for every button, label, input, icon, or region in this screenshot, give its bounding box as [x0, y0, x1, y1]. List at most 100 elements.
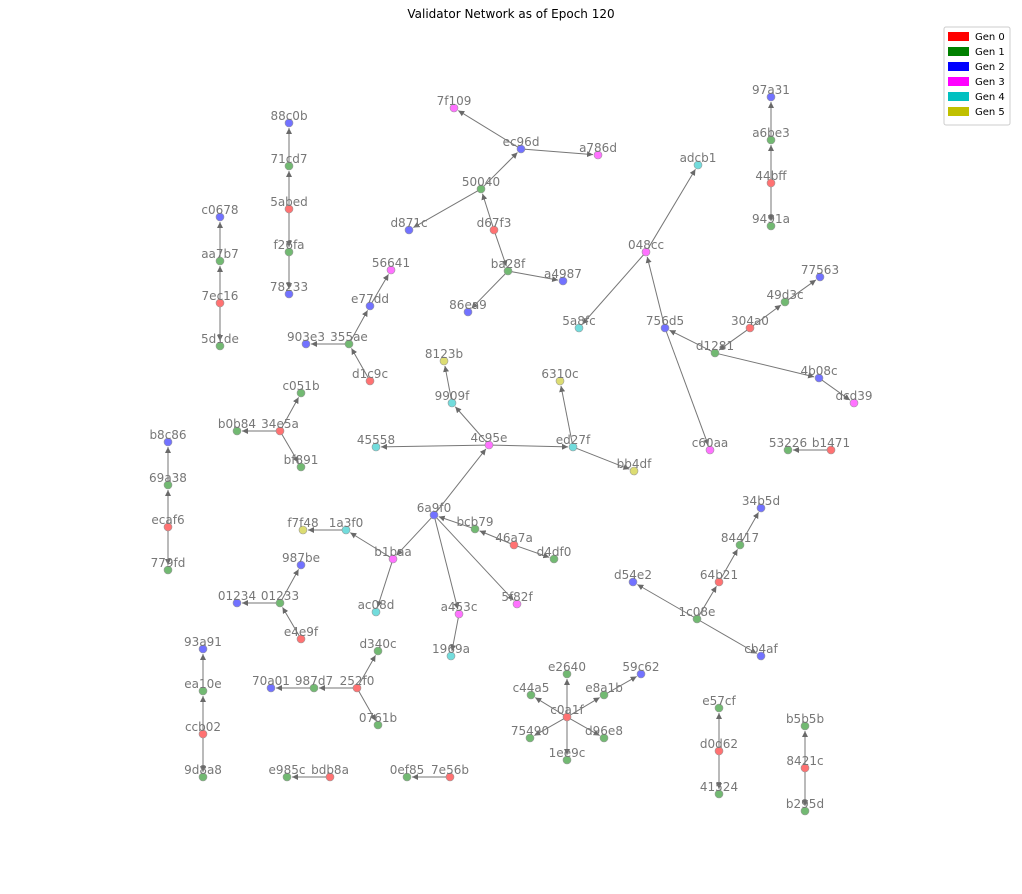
node-9491a[interactable]: 9491a: [752, 212, 790, 231]
node-b1baa[interactable]: b1baa: [374, 545, 412, 564]
node-49d3c[interactable]: 49d3c: [766, 288, 804, 307]
node-ecaf6[interactable]: ecaf6: [151, 513, 185, 532]
node-b1471[interactable]: b1471: [812, 436, 850, 455]
node-e985c[interactable]: e985c: [269, 763, 306, 782]
node-e77dd[interactable]: e77dd: [351, 292, 389, 311]
node-56641[interactable]: 56641: [372, 256, 410, 275]
node-d4df0[interactable]: d4df0: [537, 545, 572, 564]
node-9909f[interactable]: 9909f: [435, 389, 471, 408]
node-64b21[interactable]: 64b21: [700, 568, 738, 587]
node-7e56b[interactable]: 7e56b: [431, 763, 469, 782]
node-779fd[interactable]: 779fd: [151, 556, 186, 575]
node-45558[interactable]: 45558: [357, 433, 395, 452]
node-cb4af[interactable]: cb4af: [744, 642, 778, 661]
node-e57cf[interactable]: e57cf: [702, 694, 737, 713]
node-b295d[interactable]: b295d: [786, 797, 824, 816]
node-71cd7[interactable]: 71cd7: [270, 152, 308, 171]
node-44bff[interactable]: 44bff: [755, 169, 787, 188]
node-01234[interactable]: 01234: [218, 589, 256, 608]
node-01233[interactable]: 01233: [261, 589, 299, 608]
node-756d5[interactable]: 756d5: [646, 314, 684, 333]
node-ac08d[interactable]: ac08d: [358, 598, 395, 617]
node-f7f48[interactable]: f7f48: [287, 516, 319, 535]
node-d871c[interactable]: d871c: [390, 216, 428, 235]
node-d67f3[interactable]: d67f3: [477, 216, 512, 235]
node-304a0[interactable]: 304a0: [731, 314, 769, 333]
node-5d1de[interactable]: 5d1de: [201, 332, 239, 351]
node-252f0[interactable]: 252f0: [340, 674, 375, 693]
node-bb4df[interactable]: bb4df: [617, 457, 652, 476]
node-ec96d[interactable]: ec96d: [503, 135, 540, 154]
node-7ec16[interactable]: 7ec16: [202, 289, 239, 308]
node-b0b84[interactable]: b0b84: [218, 417, 256, 436]
node-e2640[interactable]: e2640: [548, 660, 586, 679]
node-78233[interactable]: 78233: [270, 280, 308, 299]
node-c44a5[interactable]: c44a5: [513, 681, 550, 700]
node-d0d62[interactable]: d0d62: [700, 737, 738, 756]
node-a453c[interactable]: a453c: [441, 600, 478, 619]
node-88c0b[interactable]: 88c0b: [270, 109, 308, 128]
node-d1281[interactable]: d1281: [696, 339, 734, 358]
node-adcb1[interactable]: adcb1: [680, 151, 717, 170]
node-4b08c[interactable]: 4b08c: [800, 364, 838, 383]
node-97a31[interactable]: 97a31: [752, 83, 790, 102]
node-987be[interactable]: 987be: [282, 551, 320, 570]
node-46a7a[interactable]: 46a7a: [495, 531, 533, 550]
node-b8c86[interactable]: b8c86: [149, 428, 187, 447]
node-70a01[interactable]: 70a01: [252, 674, 290, 693]
node-d54e2[interactable]: d54e2: [614, 568, 652, 587]
node-1969a[interactable]: 1969a: [432, 642, 470, 661]
node-ccb02[interactable]: ccb02: [185, 720, 221, 739]
node-6310c[interactable]: 6310c: [541, 367, 579, 386]
node-77563[interactable]: 77563: [801, 263, 839, 282]
node-f26fa[interactable]: f26fa: [273, 238, 305, 257]
node-34e5a[interactable]: 34e5a: [261, 417, 299, 436]
node-c0a1f[interactable]: c0a1f: [550, 703, 584, 722]
node-c051b[interactable]: c051b: [282, 379, 320, 398]
node-aa7b7[interactable]: aa7b7: [201, 247, 239, 266]
node-b5b5b[interactable]: b5b5b: [786, 712, 824, 731]
node-e8a1b[interactable]: e8a1b: [585, 681, 623, 700]
node-0ef85[interactable]: 0ef85: [390, 763, 425, 782]
node-34b5d[interactable]: 34b5d: [742, 494, 780, 513]
node-bdb8a[interactable]: bdb8a: [311, 763, 349, 782]
node-bcb79[interactable]: bcb79: [456, 515, 494, 534]
node-a4987[interactable]: a4987: [544, 267, 582, 286]
node-ba28f[interactable]: ba28f: [491, 257, 526, 276]
node-c0678[interactable]: c0678: [201, 203, 239, 222]
node-c60aa[interactable]: c60aa: [692, 436, 729, 455]
node-75490[interactable]: 75490: [511, 724, 549, 743]
node-d96e8[interactable]: d96e8: [585, 724, 623, 743]
node-987d7[interactable]: 987d7: [295, 674, 333, 693]
node-41524[interactable]: 41524: [700, 780, 738, 799]
node-ea10e[interactable]: ea10e: [184, 677, 222, 696]
node-6a9f0[interactable]: 6a9f0: [417, 501, 451, 520]
node-355ae[interactable]: 355ae: [330, 330, 368, 349]
node-8123b[interactable]: 8123b: [425, 347, 463, 366]
node-a786d[interactable]: a786d: [579, 141, 617, 160]
node-d340c[interactable]: d340c: [359, 637, 397, 656]
node-53226[interactable]: 53226: [769, 436, 807, 455]
node-d1c9c[interactable]: d1c9c: [352, 367, 388, 386]
node-8421c[interactable]: 8421c: [786, 754, 824, 773]
node-1c08e[interactable]: 1c08e: [679, 605, 716, 624]
node-5f82f[interactable]: 5f82f: [501, 590, 533, 609]
node-a6be3[interactable]: a6be3: [752, 126, 790, 145]
node-84417[interactable]: 84417: [721, 531, 759, 550]
node-0761b[interactable]: 0761b: [359, 711, 397, 730]
node-dcd39[interactable]: dcd39: [835, 389, 873, 408]
node-7f109[interactable]: 7f109: [437, 94, 472, 113]
node-9d8a8[interactable]: 9d8a8: [184, 763, 222, 782]
node-1ee9c[interactable]: 1ee9c: [549, 746, 586, 765]
node-ed27f[interactable]: ed27f: [556, 433, 591, 452]
node-93a91[interactable]: 93a91: [184, 635, 222, 654]
node-4c95e[interactable]: 4c95e: [471, 431, 508, 450]
node-1a3f0[interactable]: 1a3f0: [329, 516, 363, 535]
node-86ea9[interactable]: 86ea9: [449, 298, 487, 317]
node-048cc[interactable]: 048cc: [628, 238, 664, 257]
node-50040[interactable]: 50040: [462, 175, 500, 194]
node-59c62[interactable]: 59c62: [622, 660, 660, 679]
node-5a8fc[interactable]: 5a8fc: [562, 314, 596, 333]
node-903e3[interactable]: 903e3: [287, 330, 325, 349]
node-bf891[interactable]: bf891: [284, 453, 319, 472]
